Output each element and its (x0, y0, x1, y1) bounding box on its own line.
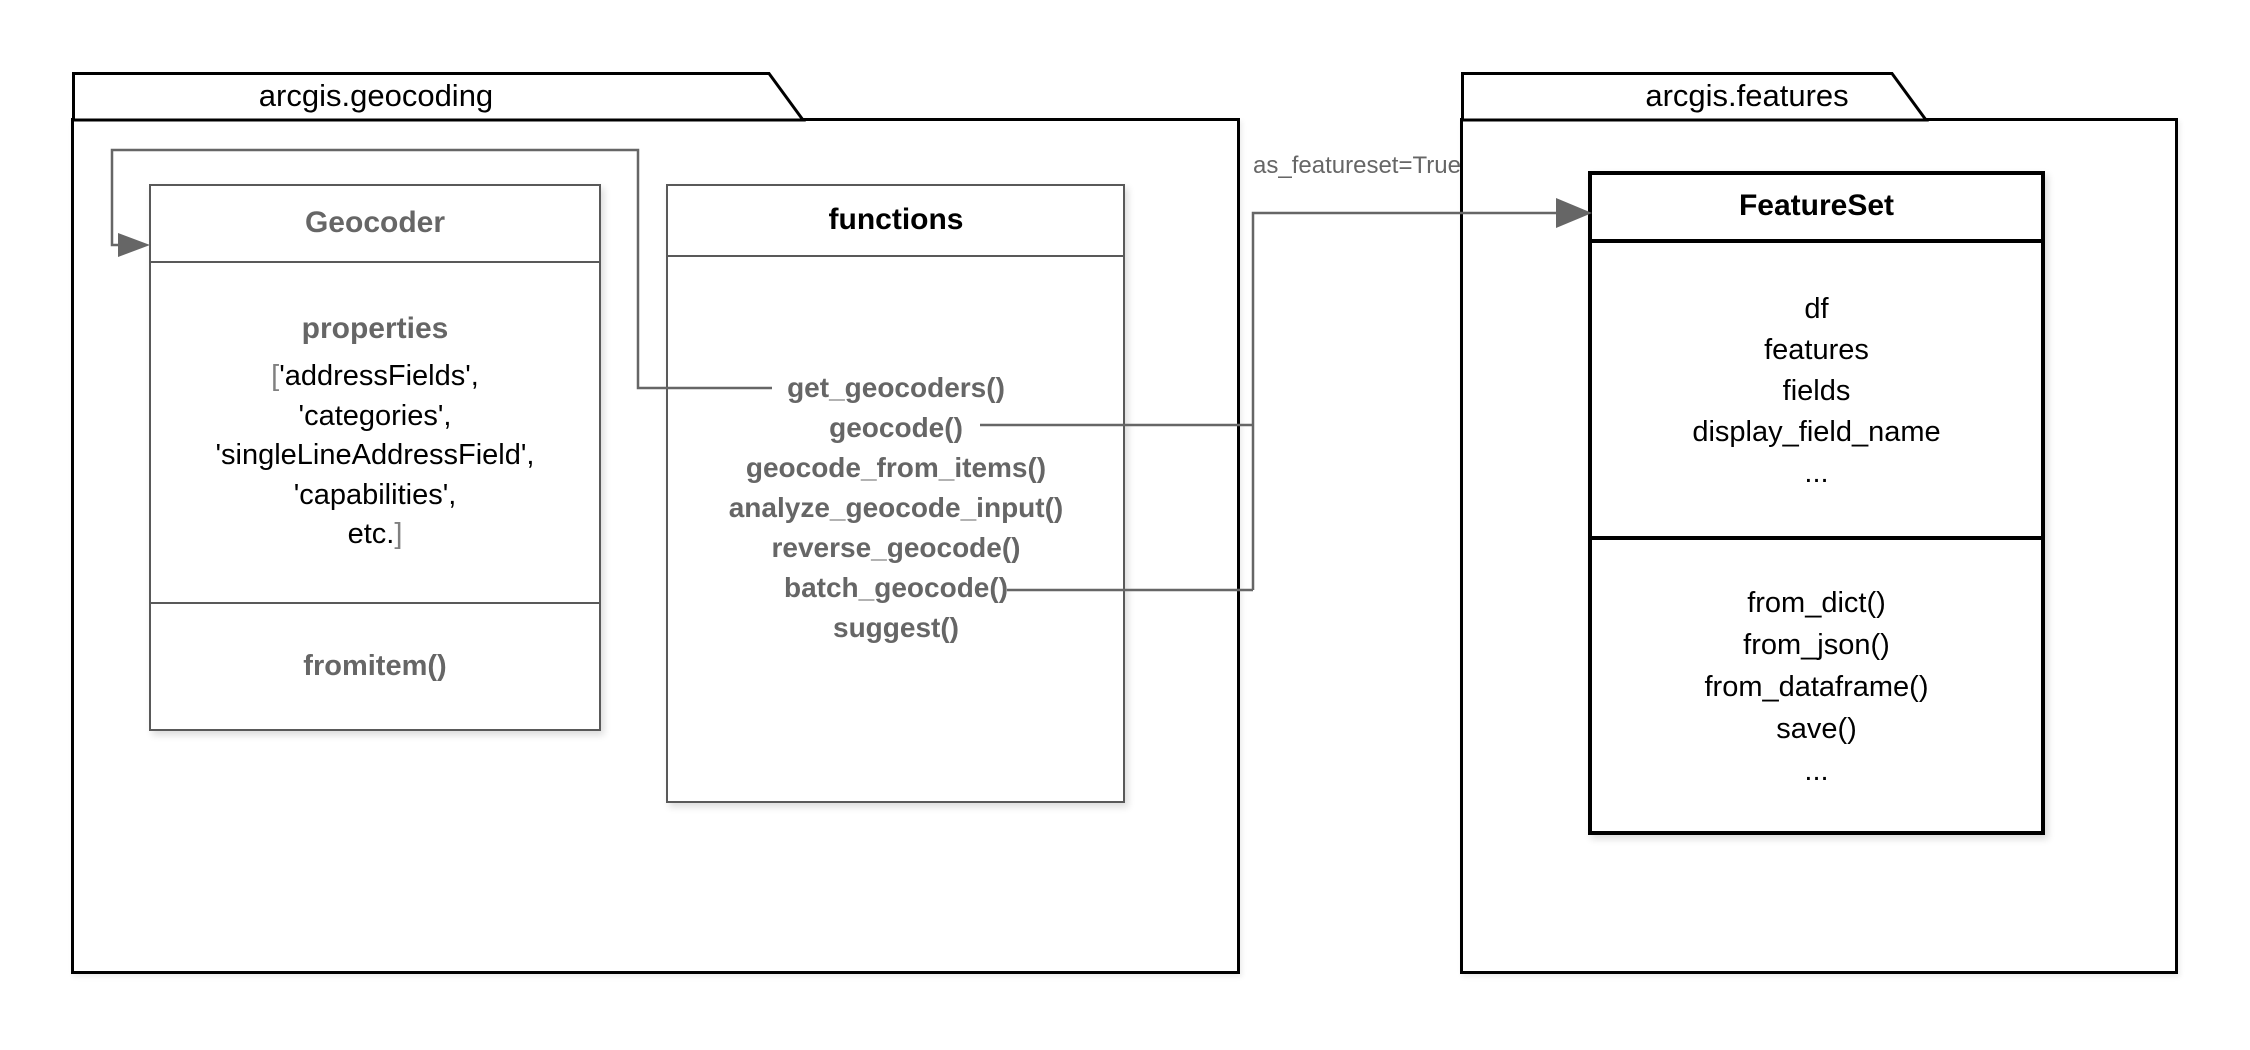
features-package-title: arcgis.features (1645, 78, 1849, 113)
geocoder-title-divider (151, 261, 599, 263)
function-item: analyze_geocode_input() (728, 492, 1064, 523)
function-item: batch_geocode() (783, 572, 1009, 603)
connector-get-geocoders-to-geocoder (110, 148, 772, 390)
attribute-item: display_field_name (1692, 416, 1941, 448)
featureset-title-divider (1592, 239, 2041, 243)
function-item: suggest() (833, 612, 959, 643)
method-item: ... (1804, 755, 1829, 787)
property-item: 'categories', (298, 399, 452, 432)
class-box-geocoder (149, 184, 601, 731)
method-item: from_dict() (1747, 587, 1886, 619)
function-item: geocode_from_items() (745, 452, 1047, 483)
geocoder-arrowhead-icon (118, 233, 150, 257)
features-package-tab-shape (1461, 72, 1929, 122)
functions-list: get_geocoders() geocode() geocode_from_i… (669, 368, 1123, 648)
property-item: etc.] (347, 518, 403, 550)
featureset-methods-list: from_dict() from_json() from_dataframe()… (1592, 582, 2041, 792)
geocoder-section-divider (151, 602, 599, 604)
geocoder-method-fromitem: fromitem() (303, 649, 447, 682)
functions-class-title: functions (828, 203, 964, 236)
method-item: from_json() (1743, 629, 1890, 661)
geocoding-package-tab-shape (72, 72, 806, 122)
attribute-item: features (1764, 334, 1869, 366)
open-bracket: [ (271, 360, 280, 392)
geocoder-properties-list: ['addressFields', 'categories', 'singleL… (152, 357, 598, 555)
function-item: geocode() (829, 412, 963, 443)
class-box-featureset (1588, 171, 2045, 835)
close-bracket: ] (394, 518, 403, 550)
class-box-functions (666, 184, 1125, 803)
attribute-item: ... (1804, 457, 1829, 489)
method-item: from_dataframe() (1704, 671, 1929, 703)
edge-label-as-featureset: as_featureset=True (1253, 152, 1461, 179)
property-item: 'singleLineAddressField', (215, 439, 535, 471)
geocoding-package-title: arcgis.geocoding (258, 78, 494, 113)
function-item: reverse_geocode() (771, 532, 1021, 563)
featureset-section-divider (1592, 536, 2041, 540)
featureset-arrowhead-icon (1556, 198, 1592, 228)
property-item: 'capabilities', (293, 478, 457, 511)
method-item: save() (1776, 713, 1857, 745)
featureset-attributes-list: df features fields display_field_name ..… (1592, 289, 2041, 494)
function-item: get_geocoders() (787, 372, 1005, 403)
attribute-item: fields (1782, 375, 1851, 407)
geocoder-properties-heading: properties (301, 312, 449, 345)
geocoder-class-title: Geocoder (304, 206, 446, 239)
attribute-item: df (1804, 293, 1829, 325)
connector-to-featureset (1251, 211, 1556, 590)
featureset-class-title: FeatureSet (1738, 189, 1895, 222)
property-item: ['addressFields', (271, 360, 479, 392)
functions-title-divider (668, 255, 1123, 257)
